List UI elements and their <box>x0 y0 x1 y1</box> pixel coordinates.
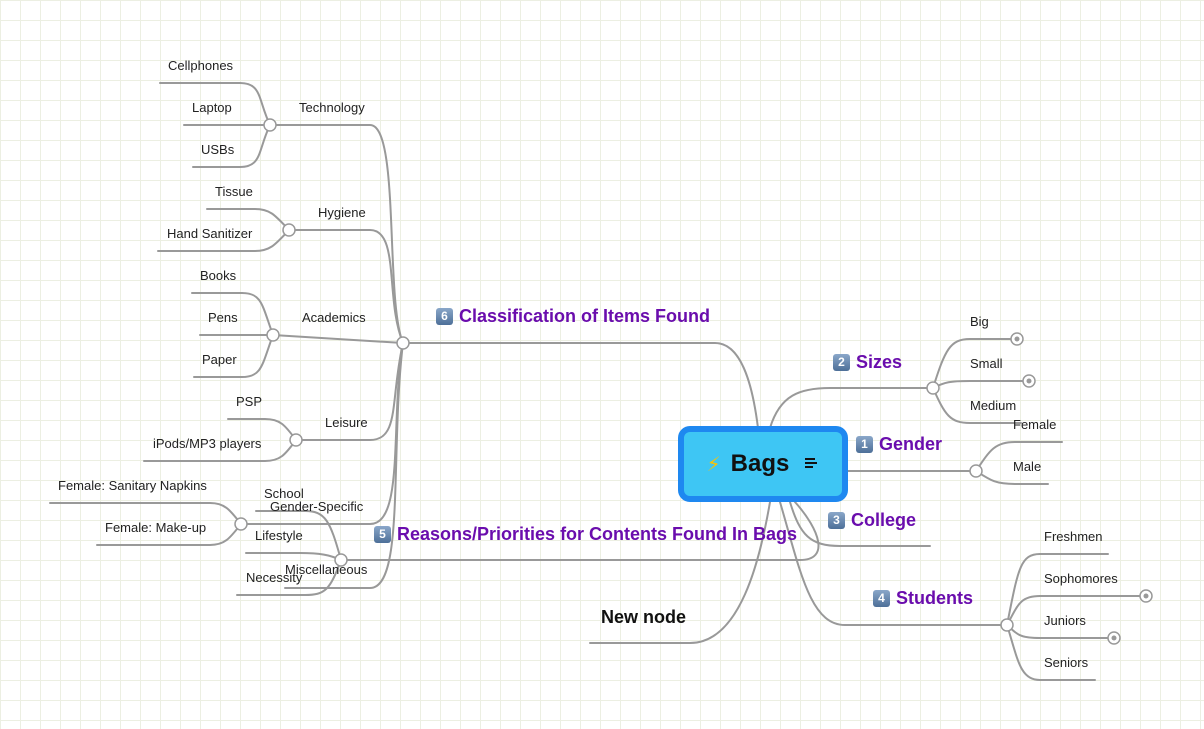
section-college[interactable]: 3 College <box>828 509 916 531</box>
collapse-handle-students <box>1000 618 1014 632</box>
leaf-necessity[interactable]: Necessity <box>246 570 303 585</box>
collapse-handle-sizes <box>926 381 940 395</box>
leaf-make-up[interactable]: Female: Make-up <box>105 520 207 535</box>
section-reasons[interactable]: 5 Reasons/Priorities for Contents Found … <box>374 523 797 545</box>
topic-leisure[interactable]: Leisure <box>325 415 368 430</box>
topic-gender-specific[interactable]: Gender-Specific <box>270 499 364 514</box>
leaf-books[interactable]: Books <box>200 268 237 283</box>
topic-hygiene[interactable]: Hygiene <box>318 205 366 220</box>
connector-reasons <box>340 501 820 561</box>
leaf-tissue[interactable]: Tissue <box>215 184 253 199</box>
leaf-sanitary-napkins[interactable]: Female: Sanitary Napkins <box>58 478 207 493</box>
badge-4-icon: 4 <box>873 589 890 607</box>
leaf-laptop[interactable]: Laptop <box>192 100 232 115</box>
topic-academics[interactable]: Academics <box>302 310 366 325</box>
section-sizes[interactable]: 2 Sizes <box>833 351 902 373</box>
badge-2-icon: 2 <box>833 353 850 371</box>
leaf-big[interactable]: Big <box>970 314 989 329</box>
lightning-icon: ⚡ <box>706 453 721 476</box>
central-topic-title: Bags <box>730 450 790 477</box>
collapse-handle-hygiene <box>282 223 296 237</box>
leaf-freshmen[interactable]: Freshmen <box>1044 529 1103 544</box>
collapse-handle-leisure <box>289 433 303 447</box>
leaf-medium[interactable]: Medium <box>970 398 1017 413</box>
central-topic[interactable]: ⚡ Bags <box>678 426 848 502</box>
section-label: Classification of Items Found <box>459 306 711 326</box>
connector-sizes <box>769 387 934 429</box>
leaf-school[interactable]: School <box>264 486 304 501</box>
leaf-small[interactable]: Small <box>970 356 1003 371</box>
section-label: Sizes <box>856 352 903 372</box>
collapse-handle-reasons <box>334 553 348 567</box>
section-classification[interactable]: 6 Classification of Items Found <box>436 305 710 327</box>
leaf-sophomores[interactable]: Sophomores <box>1044 571 1118 586</box>
connector-new-node <box>589 501 771 644</box>
topic-technology[interactable]: Technology <box>299 100 365 115</box>
collapse-handle-classification <box>396 336 410 350</box>
section-label: College <box>851 510 917 530</box>
leaf-hand-sanitizer[interactable]: Hand Sanitizer <box>167 226 253 241</box>
leaf-pens[interactable]: Pens <box>208 310 238 325</box>
badge-6-icon: 6 <box>436 307 453 325</box>
section-label: Students <box>896 588 974 608</box>
notes-icon[interactable] <box>805 458 819 470</box>
collapse-handle-gender <box>969 464 983 478</box>
new-node[interactable]: New node <box>601 607 687 627</box>
connector-classification <box>402 342 759 429</box>
leaf-male[interactable]: Male <box>1013 459 1042 474</box>
section-gender[interactable]: 1 Gender <box>856 433 942 455</box>
section-students[interactable]: 4 Students <box>873 587 973 609</box>
connector-students <box>779 501 1008 626</box>
leaf-usbs[interactable]: USBs <box>201 142 235 157</box>
leaf-seniors[interactable]: Seniors <box>1044 655 1089 670</box>
leaf-ipods[interactable]: iPods/MP3 players <box>153 436 262 451</box>
leaf-lifestyle[interactable]: Lifestyle <box>255 528 303 543</box>
leaf-female[interactable]: Female <box>1013 417 1057 432</box>
collapse-handle-technology <box>263 118 277 132</box>
badge-1-icon: 1 <box>856 435 873 453</box>
leaf-psp[interactable]: PSP <box>236 394 263 409</box>
section-label: Reasons/Priorities for Contents Found In… <box>397 524 798 544</box>
leaf-cellphones[interactable]: Cellphones <box>168 58 234 73</box>
topic-miscellaneous[interactable]: Miscellaneous <box>285 562 368 577</box>
collapse-handle-gender-specific <box>234 517 248 531</box>
badge-5-icon: 5 <box>374 525 391 543</box>
collapse-handle-academics <box>266 328 280 342</box>
leaf-juniors[interactable]: Juniors <box>1044 613 1086 628</box>
connector-college <box>789 501 931 547</box>
badge-3-icon: 3 <box>828 511 845 529</box>
leaf-paper[interactable]: Paper <box>202 352 237 367</box>
section-label: Gender <box>879 434 943 454</box>
